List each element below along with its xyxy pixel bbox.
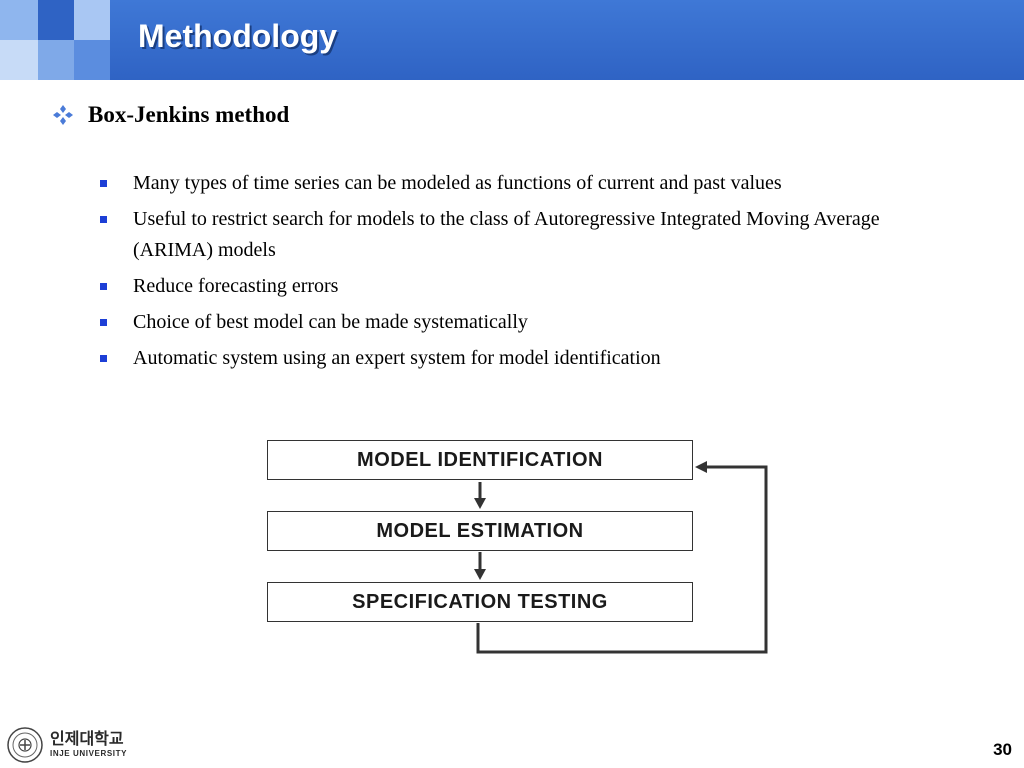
square-bullet-icon — [100, 355, 107, 362]
list-item-text: Many types of time series can be modeled… — [133, 172, 782, 194]
main-bullet: Box-Jenkins method — [52, 102, 289, 128]
slide-title: Methodology — [138, 18, 338, 54]
list-item: Many types of time series can be modeled… — [100, 168, 1000, 199]
step-box-specification-testing: SPECIFICATION TESTING — [267, 582, 693, 622]
down-arrow — [474, 552, 486, 580]
square-bullet-icon — [100, 283, 107, 290]
bullet-list: Many types of time series can be modeled… — [100, 168, 1000, 379]
down-arrow — [474, 482, 486, 509]
step-box-model-estimation: MODEL ESTIMATION — [267, 511, 693, 551]
university-seal-icon — [7, 727, 43, 763]
decor-square — [74, 40, 110, 80]
decor-square — [0, 0, 38, 40]
logo-korean-text: 인제대학교 — [50, 729, 124, 748]
page-number: 30 — [993, 740, 1012, 759]
university-logo: 인제대학교 INJE UNIVERSITY — [6, 726, 127, 764]
list-item: Automatic system using an expert system … — [100, 343, 1000, 374]
square-bullet-icon — [100, 216, 107, 223]
square-bullet-icon — [100, 319, 107, 326]
list-item-text: Reduce forecasting errors — [133, 275, 339, 297]
feedback-loop-line — [476, 465, 768, 654]
decor-square — [38, 0, 74, 40]
four-diamond-icon — [53, 105, 73, 125]
feedback-arrow-head — [695, 461, 707, 473]
list-item-text: Automatic system using an expert system … — [133, 347, 661, 369]
logo-english-text: INJE UNIVERSITY — [50, 749, 128, 758]
decor-square — [38, 40, 74, 80]
list-item: Choice of best model can be made systema… — [100, 307, 1000, 338]
list-item-text: Useful to restrict search for models to … — [133, 208, 880, 261]
list-item: Useful to restrict search for models to … — [100, 204, 1000, 266]
main-bullet-label: Box-Jenkins method — [88, 102, 290, 127]
decor-square — [0, 40, 38, 80]
step-box-model-identification: MODEL IDENTIFICATION — [267, 440, 693, 480]
square-bullet-icon — [100, 180, 107, 187]
header-banner: Methodology — [0, 0, 1024, 80]
list-item-text: Choice of best model can be made systema… — [133, 311, 528, 333]
list-item: Reduce forecasting errors — [100, 271, 1000, 302]
decor-square — [74, 0, 110, 40]
